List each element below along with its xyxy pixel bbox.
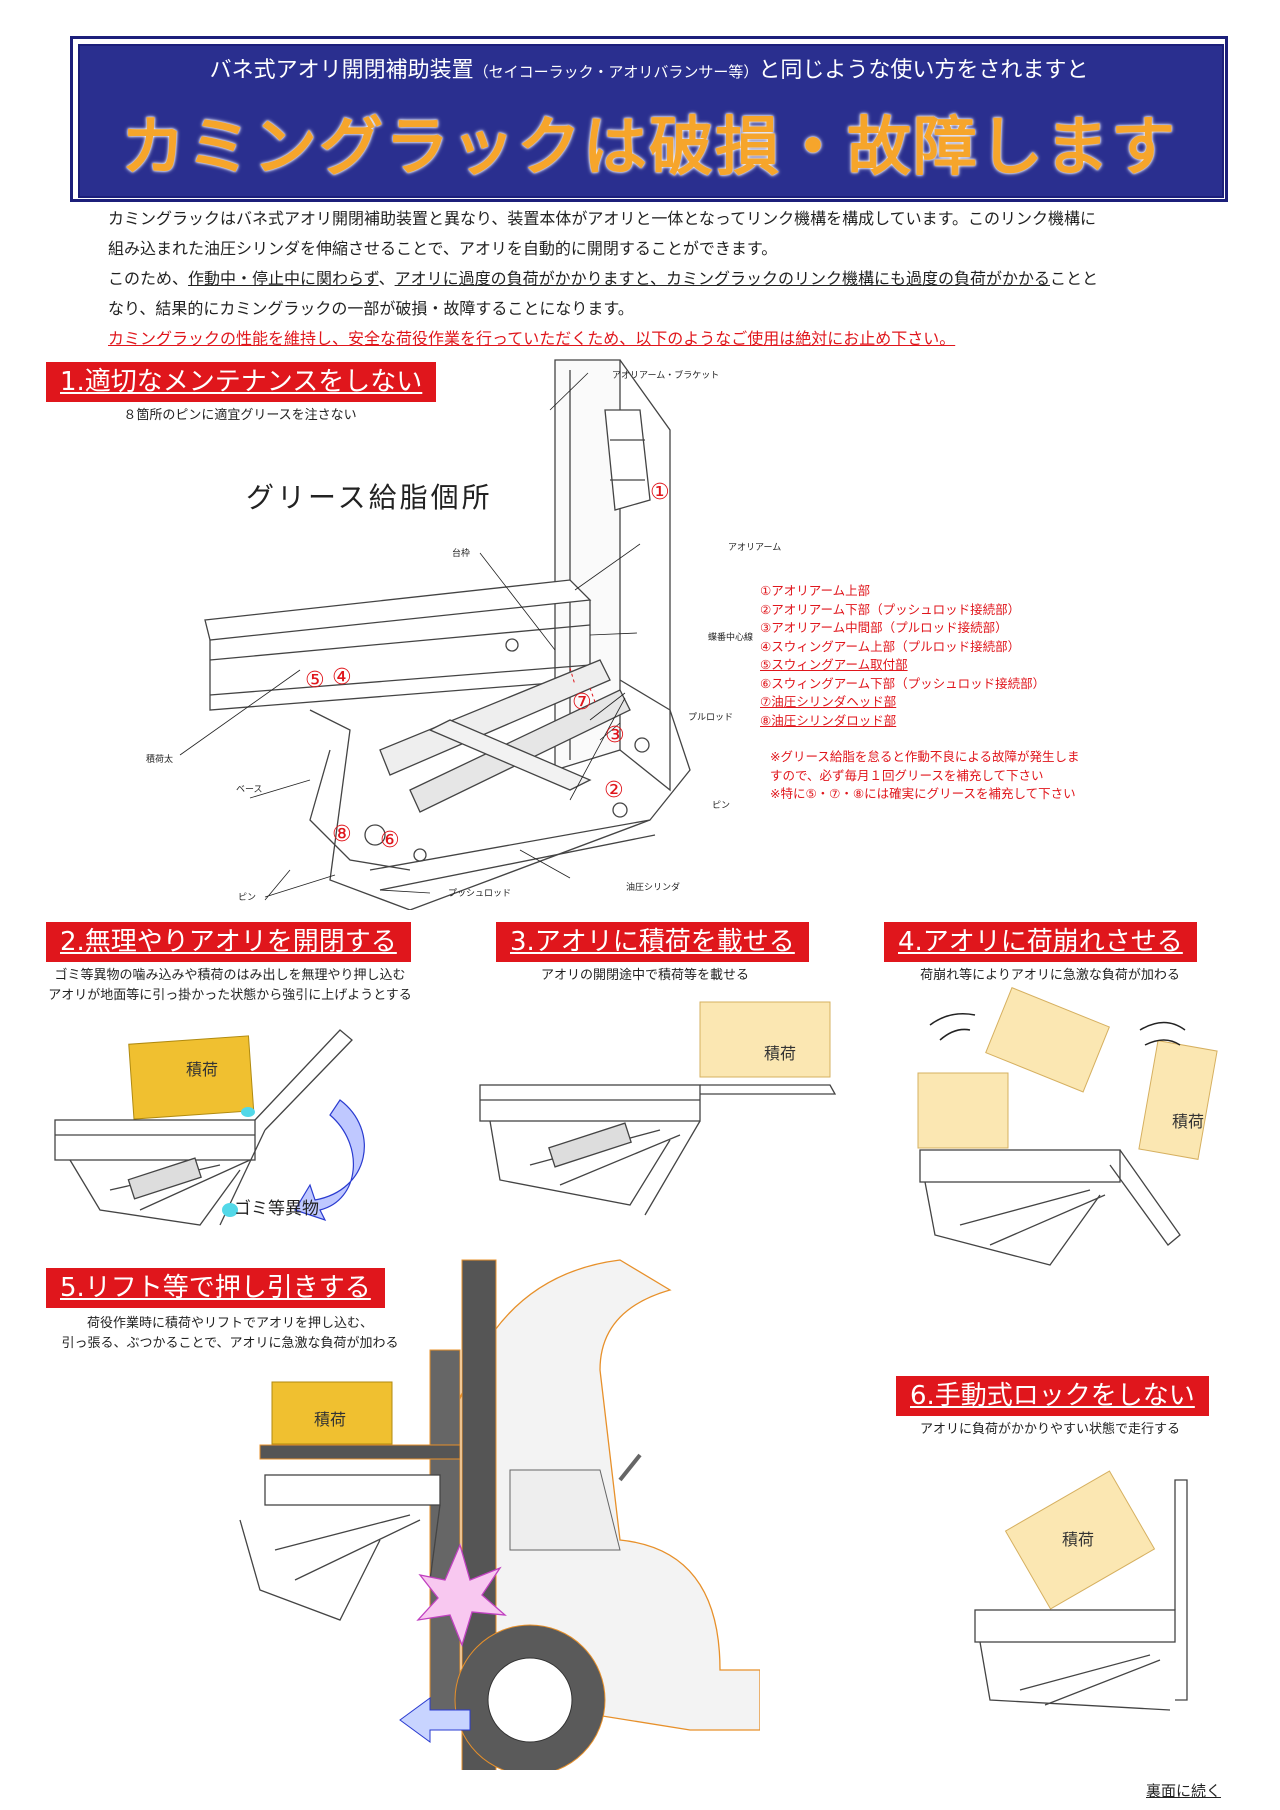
section-3-title: 3.アオリに積荷を載せる xyxy=(496,922,809,962)
grease-notes: ※グリース給脂を怠ると作動不良による故障が発生しま すので、必ず毎月１回グリース… xyxy=(770,748,1079,804)
grease-point: ③アオリアーム中間部（プルロッド接続部） xyxy=(760,620,1008,635)
grease-num-5: ⑤ xyxy=(305,668,325,693)
diagram-section-5 xyxy=(239,1259,760,1770)
label-push-rod: プッシュロッド xyxy=(448,889,512,899)
label-pin-right: ピン xyxy=(712,801,731,811)
label-cylinder: 油圧シリンダ xyxy=(626,883,681,893)
label-pull-rod: プルロッド xyxy=(688,713,734,723)
grease-point: ①アオリアーム上部 xyxy=(760,583,871,598)
intro-warning: カミングラックの性能を維持し、安全な荷役作業を行っていただくため、以下のようなご… xyxy=(108,329,956,348)
label-hinge: 蝶番中心線 xyxy=(708,633,754,643)
intro-line-2: 組み込まれた油圧シリンダを伸縮させることで、アオリを自動的に開閉することができま… xyxy=(108,239,778,258)
grease-note: ※グリース給脂を怠ると作動不良による故障が発生しま xyxy=(770,749,1080,764)
cargo-label: 積荷 xyxy=(764,1044,797,1063)
grease-note: すので、必ず毎月１回グリースを補充して下さい xyxy=(770,767,1044,783)
section-3-desc: アオリの開閉途中で積荷等を載せる xyxy=(540,968,749,983)
diagram-section-2 xyxy=(54,1029,365,1226)
section-2-desc-line: アオリが地面等に引っ掛かった状態から強引に上げようとする xyxy=(48,988,412,1003)
section-4-desc: 荷崩れ等によりアオリに急激な負荷が加わる xyxy=(920,968,1180,983)
grease-point: ②アオリアーム下部（プッシュロッド接続部） xyxy=(760,601,1021,617)
cargo-label: 積荷 xyxy=(1062,1530,1095,1549)
grease-diagram xyxy=(179,359,691,910)
grease-point: ⑥スウィングアーム下部（プッシュロッド接続部） xyxy=(760,675,1046,691)
section-5-desc-line: 荷役作業時に積荷やリフトでアオリを押し込む、 xyxy=(86,1316,373,1331)
section-5-title: 5.リフト等で押し引きする xyxy=(46,1268,385,1308)
section-5-desc: 荷役作業時に積荷やリフトでアオリを押し込む、 引っ張る、ぶつかることで、アオリに… xyxy=(30,1314,430,1354)
grease-point-list: ①アオリアーム上部 ②アオリアーム下部（プッシュロッド接続部） ③アオリアーム中… xyxy=(760,582,1045,730)
diagram-section-3 xyxy=(479,1001,837,1216)
banner-headline: カミングラックは破損・故障します xyxy=(121,111,1177,185)
grease-point: ⑦油圧シリンダヘッド部 xyxy=(760,694,897,709)
section-2-title: 2.無理やりアオリを開閉する xyxy=(46,922,411,962)
grease-num-4: ④ xyxy=(332,665,352,690)
debris-label: ゴミ等異物 xyxy=(234,1199,319,1219)
intro-line-1: カミングラックはバネ式アオリ開閉補助装置と異なり、装置本体がアオリと一体となって… xyxy=(108,209,1097,228)
banner xyxy=(78,44,1224,198)
section-1-desc: ８箇所のピンに適宜グリースを注さない xyxy=(123,408,357,423)
section-1-title: 1.適切なメンテナンスをしない xyxy=(46,362,437,402)
section-5-desc-line: 引っ張る、ぶつかることで、アオリに急激な負荷が加わる xyxy=(61,1336,399,1351)
grease-point: ⑤スウィングアーム取付部 xyxy=(760,657,908,672)
grease-num-7: ⑦ xyxy=(572,690,592,715)
continue-on-back-link[interactable]: 裏面に続く xyxy=(1146,1782,1222,1800)
diagram-section-6 xyxy=(974,1470,1188,1711)
section-4-title: 4.アオリに荷崩れさせる xyxy=(884,922,1197,962)
label-aori-arm: アオリアーム xyxy=(728,543,782,553)
banner-subtitle: バネ式アオリ開閉補助装置（セイコーラック・アオリバランサー等）と同じような使い方… xyxy=(209,58,1089,83)
label-pin-left: ピン xyxy=(238,893,257,903)
grease-point: ⑧油圧シリンダロッド部 xyxy=(760,712,897,728)
section-2-desc: ゴミ等異物の噛み込みや積荷のはみ出しを無理やり押し込む アオリが地面等に引っ掛か… xyxy=(30,966,430,1006)
label-base: ベース xyxy=(236,785,263,795)
cargo-label: 積荷 xyxy=(1172,1112,1205,1131)
section-2-desc-line: ゴミ等異物の噛み込みや積荷のはみ出しを無理やり押し込む xyxy=(54,968,406,983)
grease-num-8: ⑧ xyxy=(332,822,352,847)
grease-note: ※特に⑤・⑦・⑧には確実にグリースを補充して下さい xyxy=(770,786,1076,801)
section-6-desc: アオリに負荷がかかりやすい状態で走行する xyxy=(919,1422,1180,1437)
grease-points-title: グリース給脂個所 xyxy=(246,481,493,514)
diagram-section-4 xyxy=(917,987,1218,1266)
grease-num-3: ③ xyxy=(605,723,625,748)
cargo-label: 積荷 xyxy=(314,1410,347,1429)
section-6-title: 6.手動式ロックをしない xyxy=(896,1376,1209,1416)
label-seki: 積荷太 xyxy=(146,755,174,765)
grease-num-6: ⑥ xyxy=(380,828,400,853)
cargo-label: 積荷 xyxy=(186,1060,219,1079)
intro-line-3: このため、作動中・停止中に関わらず、アオリに過度の負荷がかかりますと、カミングラ… xyxy=(108,269,1098,288)
grease-point: ④スウィングアーム上部（プルロッド接続部） xyxy=(760,638,1021,654)
grease-num-2: ② xyxy=(604,778,624,803)
label-daiwaku: 台枠 xyxy=(452,549,471,559)
grease-num-1: ① xyxy=(650,480,670,505)
intro-line-4: なり、結果的にカミングラックの一部が破損・故障することになります。 xyxy=(108,299,634,318)
label-bracket: アオリアーム・ブラケット xyxy=(612,371,720,381)
